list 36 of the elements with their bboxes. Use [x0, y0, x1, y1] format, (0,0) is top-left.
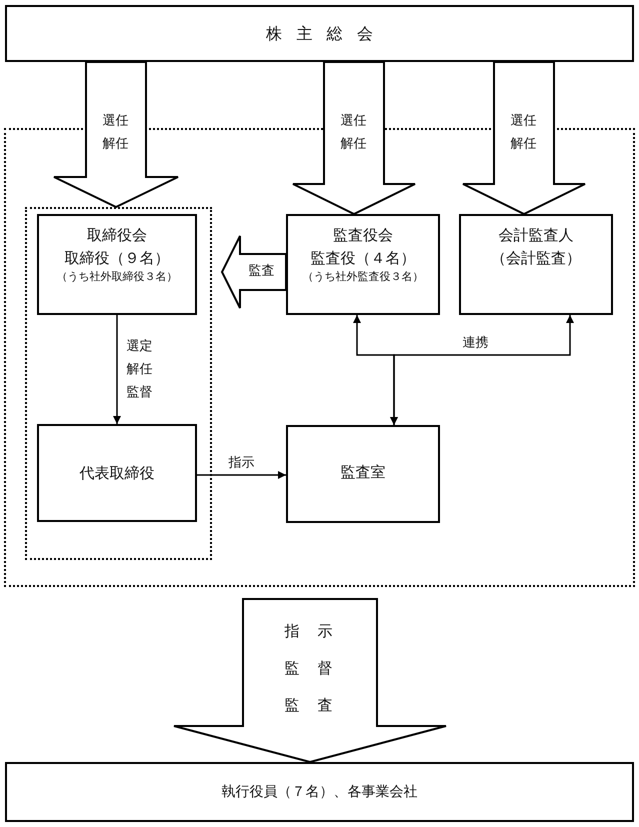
- box-subtitle: 取締役（９名）: [64, 248, 170, 268]
- arrow: [113, 315, 121, 424]
- edge-label: 監査: [248, 262, 276, 281]
- edge-label: 選定解任監督: [126, 338, 154, 402]
- block-arrow: [220, 235, 287, 309]
- arrow: [197, 471, 286, 479]
- box-note: （うち社外監査役３名）: [302, 269, 424, 285]
- meeting-box: [5, 5, 634, 62]
- org-box: [37, 424, 197, 522]
- edge-label: 選任解任: [340, 112, 368, 153]
- org-box: [286, 214, 440, 315]
- org-box: [5, 762, 634, 822]
- group-frame: [25, 207, 212, 560]
- edge-label: 選任解任: [510, 112, 538, 153]
- box-title: 監査室: [340, 462, 386, 483]
- box-title: 取締役会: [86, 225, 148, 246]
- box-title: 会計監査人: [498, 225, 574, 246]
- edge-label: 指示監督監査: [284, 620, 352, 716]
- edge-label: 連携: [462, 334, 490, 353]
- box-subtitle: （会計監査）: [490, 248, 582, 268]
- box-title: 株主総会: [264, 23, 388, 45]
- block-arrow: [462, 61, 586, 216]
- block-arrow: [292, 61, 416, 216]
- block-arrow: [53, 61, 179, 208]
- edge-label: 指示: [228, 454, 256, 473]
- box-title: 代表取締役: [78, 463, 156, 484]
- org-box: [286, 425, 440, 523]
- org-box: [459, 214, 613, 315]
- box-note: （うち社外取締役３名）: [56, 269, 178, 285]
- box-title: 監査役会: [332, 225, 394, 246]
- edge-label: 選任解任: [102, 112, 130, 153]
- org-box: [37, 214, 197, 315]
- box-subtitle: 監査役（４名）: [310, 248, 416, 268]
- box-title: 執行役員（７名）、各事業会社: [220, 783, 418, 802]
- block-arrow: [173, 598, 447, 764]
- arrow: [390, 315, 574, 425]
